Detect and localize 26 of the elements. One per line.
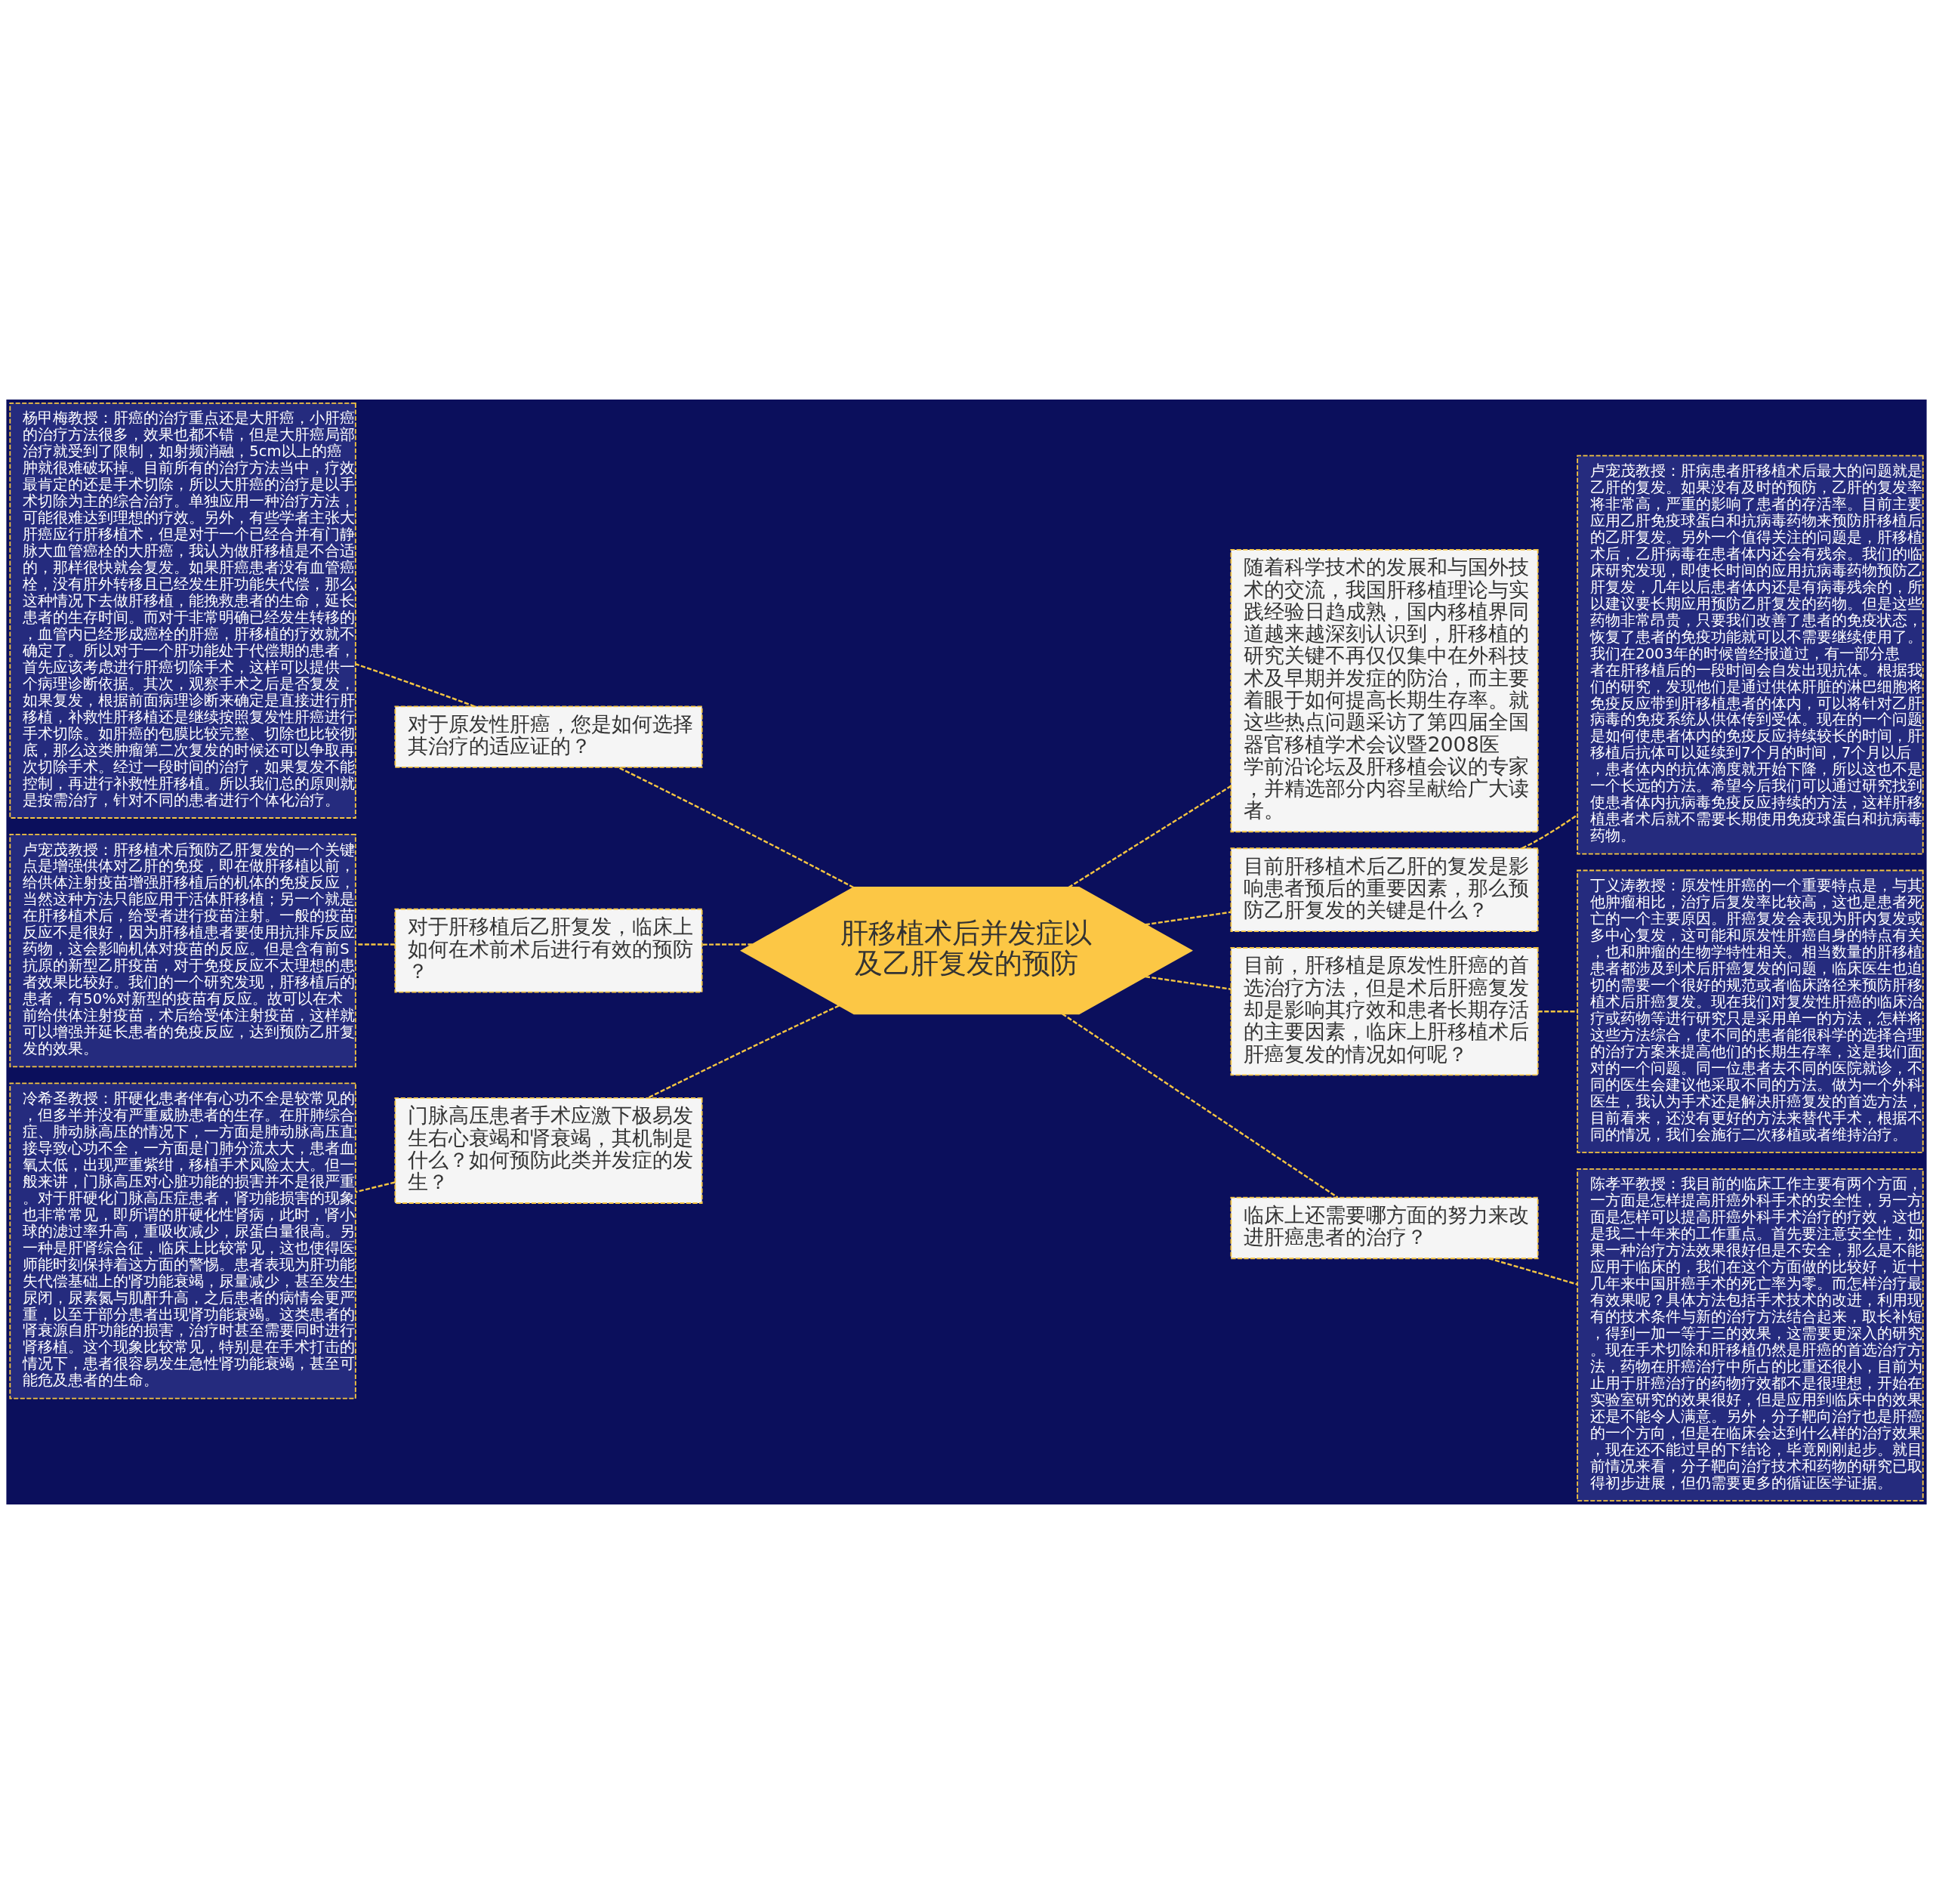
node-box: 对于原发性肝癌，您是如何选择其治疗的适应证的？: [394, 705, 703, 768]
node-box: 冷希圣教授：肝硬化患者伴有心功不全是较常见的，但多半并没有严重威胁患者的生存。在肝肺综合症、肺动脉高压的情况下，一方面是肺动脉高压直接导致心功不全，一方面是门肺分流太大，患者血氧太低，出现严重紫绀，移植手术风险太大。但一般来讲，门脉高压对心脏功能的损害并不是很严重。对于肝硬化门脉高压症患者，肾功能损害的现象也非常常见，即所谓的肝硬化性肾病，此时，肾小球的滤过率升高，重吸收减少，尿蛋白量很高。另一种是肝肾综合征，临床上比较常见，这也使得医师能时刻保持着这方面的警惕。患者表现为肝功能失代偿基础上的肾功能衰竭，尿量减少，甚至发生尿闭，尿素氮与肌酐升高，之后患者的病情会更严重，以至于部分患者出现肾功能衰竭。这类患者的肾衰源自肝功能的损害，治疗时甚至需要同时进行肾移植。这个现象比较常见，特别是在手术打击的情况下，患者很容易发生急性肾功能衰竭，甚至可能危及患者的生命。: [9, 1082, 356, 1399]
connector: [1145, 911, 1232, 926]
connector: [1488, 1258, 1578, 1285]
connector: [1062, 1013, 1339, 1199]
connector: [355, 943, 396, 946]
connector: [647, 1004, 840, 1099]
node-box: 卢宠茂教授：肝病患者肝移植术后最大的问题就是乙肝的复发。如果没有及时的预防，乙肝的复发率将非常高，严重的影响了患者的存活率。目前主要应用乙肝免疫球蛋白和抗病毒药物来预防肝移植后的乙肝复发。另外一个值得关注的问题是，肝移植术后，乙肝病毒在患者体内还会有残余。我们的临床研究发现，即使长时间的应用抗病毒药物预防乙肝复发，几年以后患者体内还是有病毒残余的，所以建议要长期应用预防乙肝复发的药物。但是这些药物非常昂贵，只要我们改善了患者的免疫状态，恢复了患者的免疫功能就可以不需要继续使用了。我们在2003年的时候曾经报道过，有一部分患者在肝移植后的一段时间会自发出现抗体。根据我们的研究，发现他们是通过供体肝脏的淋巴细胞将免疫反应带到肝移植患者的体内，可以将针对乙肝病毒的免疫系统从供体传到受体。现在的一个问题是如何使患者体内的免疫反应持续较长的时间，肝移植后抗体可以延续到7个月的时间，7个月以后，患者体内的抗体滴度就开始下降，所以这也不是一个长远的方法。希望今后我们可以通过研究找到使患者体内抗病毒免疫反应持续的方法，这样肝移植患者术后就不需要长期使用免疫球蛋白和抗病毒药物。: [1577, 455, 1924, 855]
node-box: 对于肝移植后乙肝复发，临床上如何在术前术后进行有效的预防？: [394, 908, 703, 993]
node-box: 临床上还需要哪方面的努力来改进肝癌患者的治疗？: [1230, 1196, 1539, 1260]
node-box: 陈孝平教授：我目前的临床工作主要有两个方面，一方面是怎样提高肝癌外科手术的安全性，另一方面是怎样可以提高肝癌外科手术治疗的疗效，这也是我二十年来的工作重点。首先要注意安全性，如果一种治疗方法效果很好但是不安全，那么是不能应用于临床的，我们在这个方面做的比较好，近十几年来中国肝癌手术的死亡率为零。而怎样治疗最有效果呢？具体方法包括手术技术的改进，利用现有的技术条件与新的治疗方法结合起来，取长补短，得到一加一等于三的效果，这需要更深入的研究。现在手术切除和肝移植仍然是肝癌的首选治疗方法，药物在肝癌治疗中所占的比重还很小，目前为止用于肝癌治疗的药物疗效都不是很理想，开始在实验室研究的效果很好，但是应用到临床中的效果还是不能令人满意。另外，分子靶向治疗也是肝癌的一个方向，但是在临床会达到什么样的治疗效果，现在还不能过早的下结论，毕竟刚刚起步。就目前情况来看，分子靶向治疗技术和药物的研究已取得初步进展，但仍需要更多的循证医学证据。: [1577, 1168, 1924, 1502]
connector: [1145, 975, 1232, 990]
connector: [355, 1181, 396, 1193]
node-box: 杨甲梅教授：肝癌的治疗重点还是大肝癌，小肝癌的治疗方法很多，效果也都不错，但是大肝癌局部治疗就受到了限制，如射频消融，5cm以上的癌肿就很难破坏掉。目前所有的治疗方法当中，疗效最肯定的还是手术切除，所以大肝癌的治疗是以手术切除为主的综合治疗。单独应用一种治疗方法，可能很难达到理想的疗效。另外，有些学者主张大肝癌应行肝移植术，但是对于一个已经合并有门静脉大血管癌栓的大肝癌，我认为做肝移植是不合适的，那样很快就会复发。如果肝癌患者没有血管癌栓，没有肝外转移且已经发生肝功能失代偿，那么这种情况下去做肝移植，能挽救患者的生命，延长患者的生存时间。而对于非常明确已经发生转移的，血管内已经形成癌栓的肝癌，肝移植的疗效就不确定了。所以对于一个肝功能处于代偿期的患者，首先应该考虑进行肝癌切除手术，这样可以提供一个病理诊断依据。其次，观察手术之后是否复发，如果复发，根据前面病理诊断来确定是直接进行肝移植，补救性肝移植还是继续按照复发性肝癌进行手术切除。如肝癌的包膜比较完整、切除也比较彻底，那么这类肿瘤第二次复发的时候还可以争取再次切除手术。经过一段时间的治疗，如果复发不能控制，再进行补救性肝移植。所以我们总的原则就是按需治疗，针对不同的患者进行个体化治疗。: [9, 402, 356, 819]
connector: [1068, 785, 1232, 888]
connector: [1537, 1011, 1577, 1013]
node-box: 丁义涛教授：原发性肝癌的一个重要特点是，与其他肿瘤相比，治疗后复发率比较高，这也是患者死亡的一个主要原因。肝癌复发会表现为肝内复发或多中心复发，这可能和原发性肝癌自身的特点有关，也和肿瘤的生物学特性相关。相当数量的肝移植患者都涉及到术后肝癌复发的问题，临床医生也迫切的需要一个很好的规范或者临床路径来预防肝移植术后肝癌复发。现在我们对复发性肝癌的临床治疗或药物等进行研究只是采用单一的方法，怎样将这些方法综合，使不同的患者能很科学的选择合理的治疗方案来提高他们的长期生存率，这是我们面对的一个问题。同一位患者去不同的医院就诊，不同的医生会建议他采取不同的方法。做为一个外科医生，我认为手术还是解决肝癌复发的首选方法，目前看来，还没有更好的方法来替代手术，根据不同的情况，我们会施行二次移植或者维持治疗。: [1577, 869, 1924, 1153]
node-box: 门脉高压患者手术应激下极易发生右心衰竭和肾衰竭，其机制是什么？如何预防此类并发症的发生？: [394, 1097, 703, 1204]
node-box: 目前肝移植术后乙肝的复发是影响患者预后的重要因素，那么预防乙肝复发的关键是什么？: [1230, 847, 1539, 932]
node-box: 随着科学技术的发展和与国外技术的交流，我国肝移植理论与实践经验日趋成熟，国内移植界同道越来越深刻认识到，肝移植的研究关键不再仅仅集中在外科技术及早期并发症的防治，而主要着眼于如何提高长期生存率。就这些热点问题采访了第四届全国器官移植学术会议暨2008医学前沿论坛及肝移植会议的专家，并精选部分内容呈献给广大读者。: [1230, 548, 1539, 833]
node-box: 目前，肝移植是原发性肝癌的首选治疗方法，但是术后肝癌复发却是影响其疗效和患者长期存活的主要因素，临床上肝移植术后肝癌复发的情况如何呢？: [1230, 947, 1539, 1076]
node-box: 卢宠茂教授：肝移植术后预防乙肝复发的一个关键点是增强供体对乙肝的免疫，即在做肝移植以前，给供体注射疫苗增强肝移植后的机体的免疫反应，当然这种方法只能应用于活体肝移植；另一个就是在肝移植术后，给受者进行疫苗注射。一般的疫苗反应不是很好，因为肝移植患者要使用抗排斥反应药物，这会影响机体对疫苗的反应。但是含有前S抗原的新型乙肝疫苗，对于免疫反应不太理想的患者效果比较好。我们的一个研究发现，肝移植后的患者，有50%对新型的疫苗有反应。故可以在术前给供体注射疫苗，术后给受体注射疫苗，这样就可以增强并延长患者的免疫反应，达到预防乙肝复发的效果。: [9, 834, 356, 1068]
connector: [701, 943, 753, 946]
connector: [355, 662, 475, 708]
connector: [1521, 814, 1578, 850]
connector: [617, 766, 854, 889]
